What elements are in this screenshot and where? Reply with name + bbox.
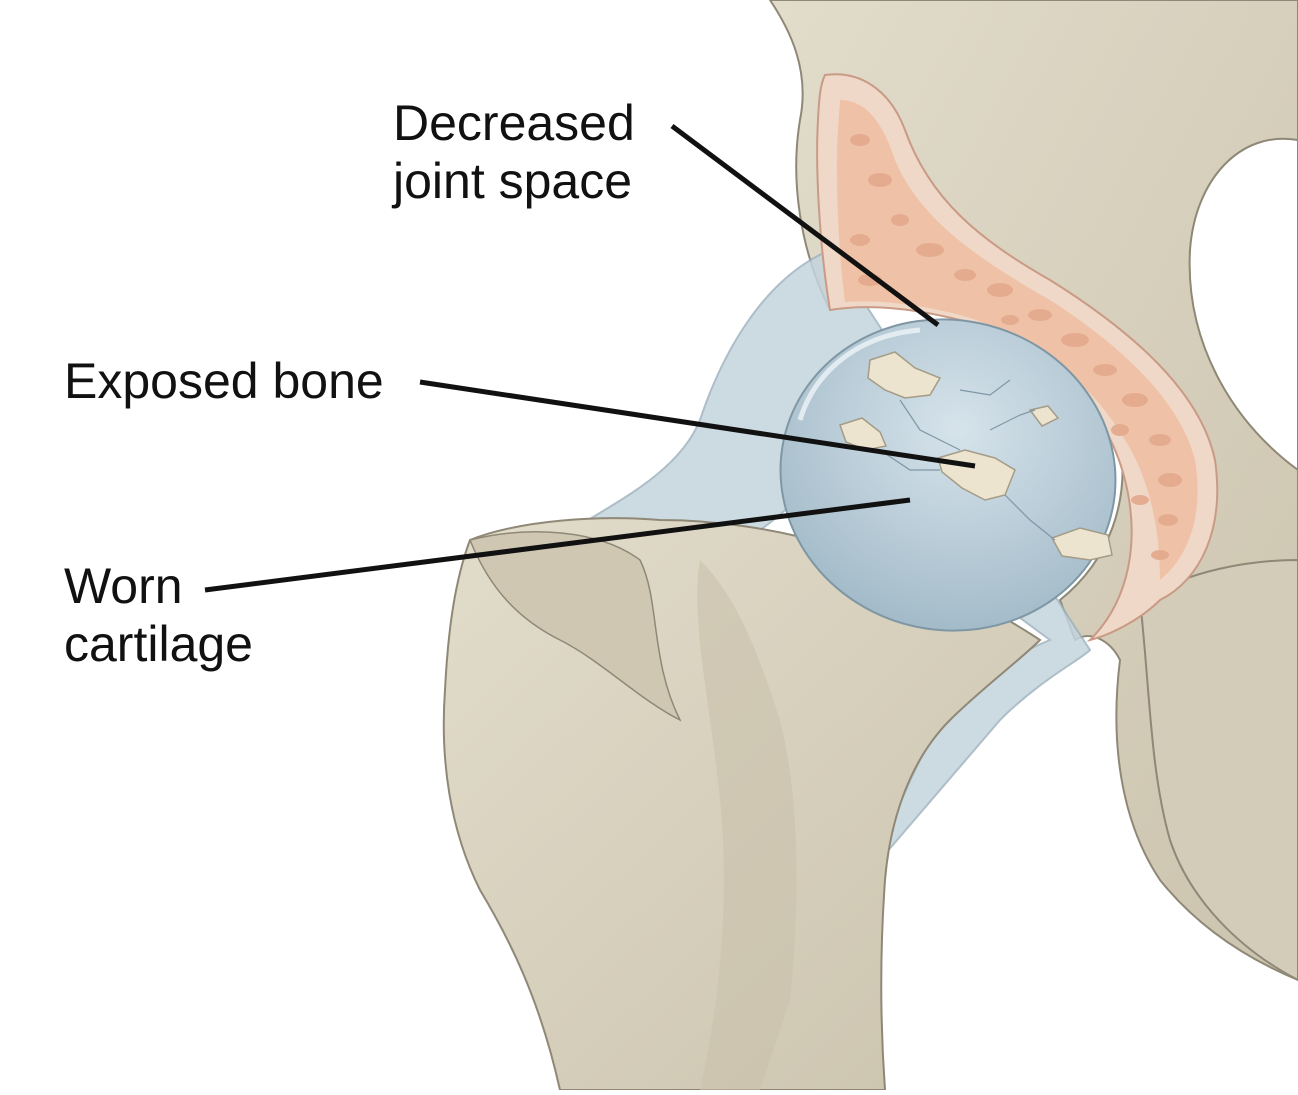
cartilage-rim-highlight [797,327,921,421]
label-exposed-bone: Exposed bone [64,352,384,410]
label-decreased-joint-space-line2: joint space [393,153,633,209]
leader-line-worn-cartilage [204,497,911,593]
spongy-bone-inner [836,100,1198,580]
pubic-ramus [1138,558,1298,982]
label-decreased-joint-space-line1: Decreased [393,95,635,151]
greater-trochanter [468,531,682,722]
label-decreased-joint-space: Decreased joint space [393,94,635,210]
cartilage-cracks [879,379,1056,541]
femur-shading [697,560,797,1090]
spongy-bone-texture [850,134,1182,560]
label-worn-cartilage-line1: Worn [64,558,183,614]
label-exposed-bone-line1: Exposed bone [64,353,384,409]
leader-line-joint-space [670,123,940,328]
label-worn-cartilage-line2: cartilage [64,616,253,672]
leader-line-exposed-bone [419,379,976,469]
label-worn-cartilage: Worn cartilage [64,557,253,673]
obturator-foramen [1188,137,1298,472]
